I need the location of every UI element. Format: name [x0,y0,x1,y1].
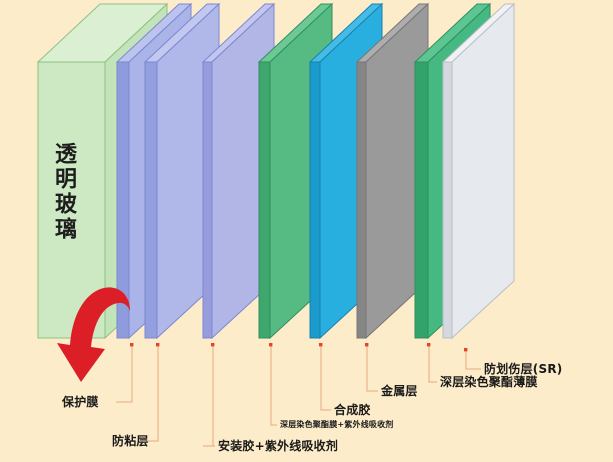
leader-dot-lamin-adh [319,343,323,347]
leader-dot-dyed-pet [427,343,431,347]
glass-label: 透明玻璃 [51,142,76,242]
leader-metal [366,345,378,392]
leader-release [146,345,159,442]
dyed-polyester-film-edge [414,61,429,339]
leader-dot-protective [130,343,134,347]
callout-dyed-polyester-film: 深层染色聚酯薄膜 [440,375,538,389]
release-liner-edge [144,61,158,339]
leader-dot-mount-adh [211,343,215,347]
callout-leader-lines [116,345,481,447]
apply-direction-arrow [57,287,130,382]
callout-metal-layer: 金属层 [381,384,418,398]
scratch-resistant-edge [442,61,453,339]
leader-dyed-uv [270,345,277,426]
leader-lamin-adh [320,345,331,411]
callout-dyed-polyester-uv: 深层染色聚酯膜+紫外线吸收剂 [280,420,394,429]
leader-dyed-pet [428,345,437,383]
callout-release-liner: 防粘层 [112,434,149,448]
metal-layer-panel [355,2,430,340]
dyed-polyester-uv-edge [258,61,271,339]
scratch-resistant-face [451,2,515,340]
leader-protective [116,345,133,403]
mounting-adhesive-edge [202,61,213,339]
callout-protective-film: 保护膜 [62,395,99,409]
leader-dot-scratch [464,348,468,352]
laminating-adhesive-edge [309,61,321,339]
leader-scratch [465,350,481,370]
callout-laminating-adhesive: 合成胶 [334,403,371,417]
leader-dot-release [156,343,160,347]
callout-leader-dots [130,343,468,352]
metal-layer-edge [356,61,367,339]
arrow-body [57,287,130,382]
leader-dot-metal [365,343,369,347]
callout-scratch-resistant: 防划伤层(SR) [484,362,563,376]
leader-dot-dyed-uv [269,343,273,347]
scratch-resistant-panel [441,2,516,340]
callout-mounting-adhesive: 安装胶+紫外线吸收剂 [218,439,339,453]
leader-mount-adh [212,345,215,447]
